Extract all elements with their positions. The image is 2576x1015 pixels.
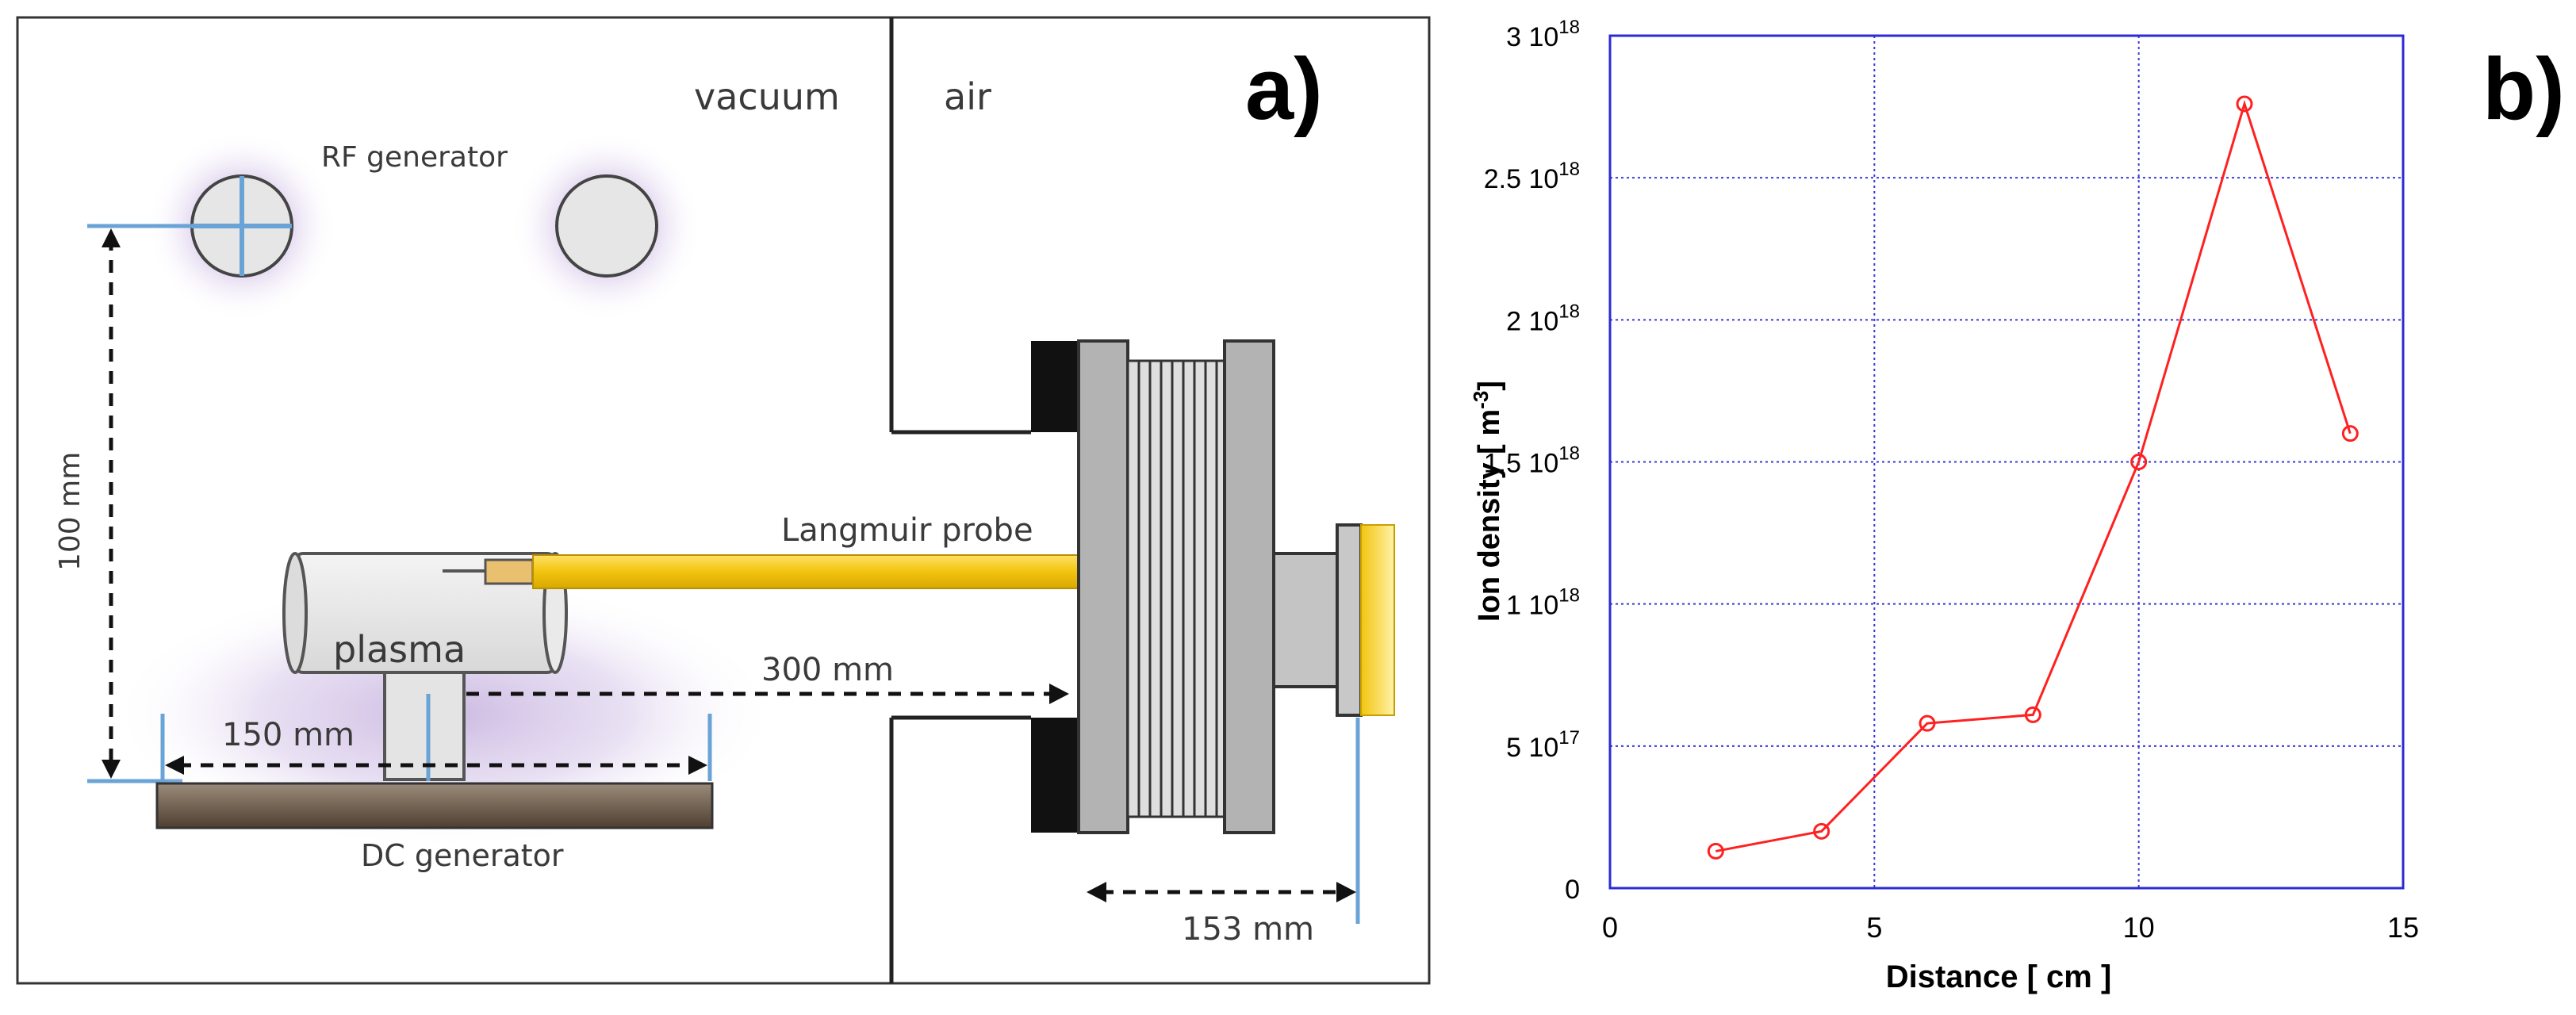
feedthrough-cap <box>1336 523 1363 717</box>
y-tick-exp: 18 <box>1558 159 1580 180</box>
data-point-marker <box>2130 454 2148 470</box>
x-tick-label: 0 <box>1602 911 1618 944</box>
connector-yellow <box>1360 524 1395 716</box>
y-axis-title-exp: -3 <box>1469 391 1493 409</box>
rf-electrode-right <box>555 174 658 278</box>
ion-density-series-points <box>1707 95 2359 860</box>
plasma-label: plasma <box>333 628 466 671</box>
y-tick-label: 2 1018 <box>1506 301 1580 336</box>
chamber-wall <box>889 17 1031 983</box>
dark-clamp-top <box>1031 341 1079 432</box>
bellows <box>1126 359 1226 818</box>
data-point-marker <box>2341 425 2359 442</box>
rf-generator-label: RF generator <box>321 141 508 174</box>
dim-150-label: 150 mm <box>222 717 355 753</box>
ion-density-series-line <box>1715 99 2352 852</box>
y-tick-label: 3 1018 <box>1506 17 1580 52</box>
y-axis-title-base: Ion density [ m <box>1473 409 1506 622</box>
x-tick-label: 15 <box>2387 911 2419 944</box>
data-point-marker <box>2236 95 2253 113</box>
y-tick-base: 0 <box>1565 875 1580 905</box>
y-axis-title: Ion density [ m-3] <box>1469 381 1506 622</box>
y-tick-exp: 18 <box>1558 301 1580 322</box>
x-tick-label: 10 <box>2123 911 2155 944</box>
dim-153-label: 153 mm <box>1182 911 1314 948</box>
dark-clamp-bottom <box>1031 718 1079 833</box>
flange-assembly <box>1031 339 1395 834</box>
plot-area-frame <box>1608 34 2405 890</box>
y-tick-base: 3 10 <box>1506 22 1558 52</box>
dc-generator <box>155 782 714 829</box>
y-tick-exp: 18 <box>1558 585 1580 607</box>
y-tick-base: 5 10 <box>1506 733 1558 763</box>
data-point-marker <box>1707 842 1724 860</box>
x-axis-title: Distance [ cm ] <box>1886 959 2112 994</box>
flange-right <box>1223 339 1275 834</box>
air-label: air <box>944 75 991 118</box>
data-point-marker <box>2024 706 2041 723</box>
y-tick-label: 0 <box>1565 875 1580 905</box>
flange-left <box>1077 339 1129 834</box>
dim-100-label: 100 mm <box>54 452 86 571</box>
y-tick-base: 2 10 <box>1506 306 1558 336</box>
panel-a-label: a) <box>1245 40 1323 138</box>
y-axis-title-end: ] <box>1473 381 1506 391</box>
x-tick-label: 5 <box>1866 911 1882 944</box>
y-tick-label: 5 1017 <box>1506 727 1580 763</box>
y-tick-exp: 18 <box>1558 443 1580 465</box>
langmuir-probe-label: Langmuir probe <box>781 512 1033 549</box>
panel-a-diagram: vacuum air a) RF generator 100 mm <box>16 16 1431 985</box>
panel-b-label: b) <box>2482 40 2565 138</box>
feedthrough-body <box>1272 552 1339 688</box>
y-tick-base: 2.5 10 <box>1484 164 1559 194</box>
y-tick-label: 1 1018 <box>1506 585 1580 621</box>
dc-generator-label: DC generator <box>361 838 564 873</box>
y-tick-label: 1.5 1018 <box>1484 443 1580 479</box>
y-tick-label: 2.5 1018 <box>1484 159 1580 194</box>
y-tick-base: 1.5 10 <box>1484 449 1559 479</box>
dim-300-label: 300 mm <box>761 652 894 688</box>
langmuir-probe <box>443 554 1081 589</box>
data-point-marker <box>1919 714 1936 732</box>
chart-grid <box>1610 36 2403 888</box>
data-point-marker <box>1813 822 1830 840</box>
y-tick-exp: 18 <box>1558 17 1580 38</box>
x-axis-ticks: 0 5 10 15 <box>1602 911 2419 944</box>
dimension-150mm <box>160 714 712 781</box>
y-tick-exp: 17 <box>1558 727 1580 749</box>
vacuum-label: vacuum <box>694 75 840 118</box>
dc-electrode-support <box>383 671 466 781</box>
y-tick-base: 1 10 <box>1506 591 1558 621</box>
dimension-153mm <box>1087 718 1360 924</box>
